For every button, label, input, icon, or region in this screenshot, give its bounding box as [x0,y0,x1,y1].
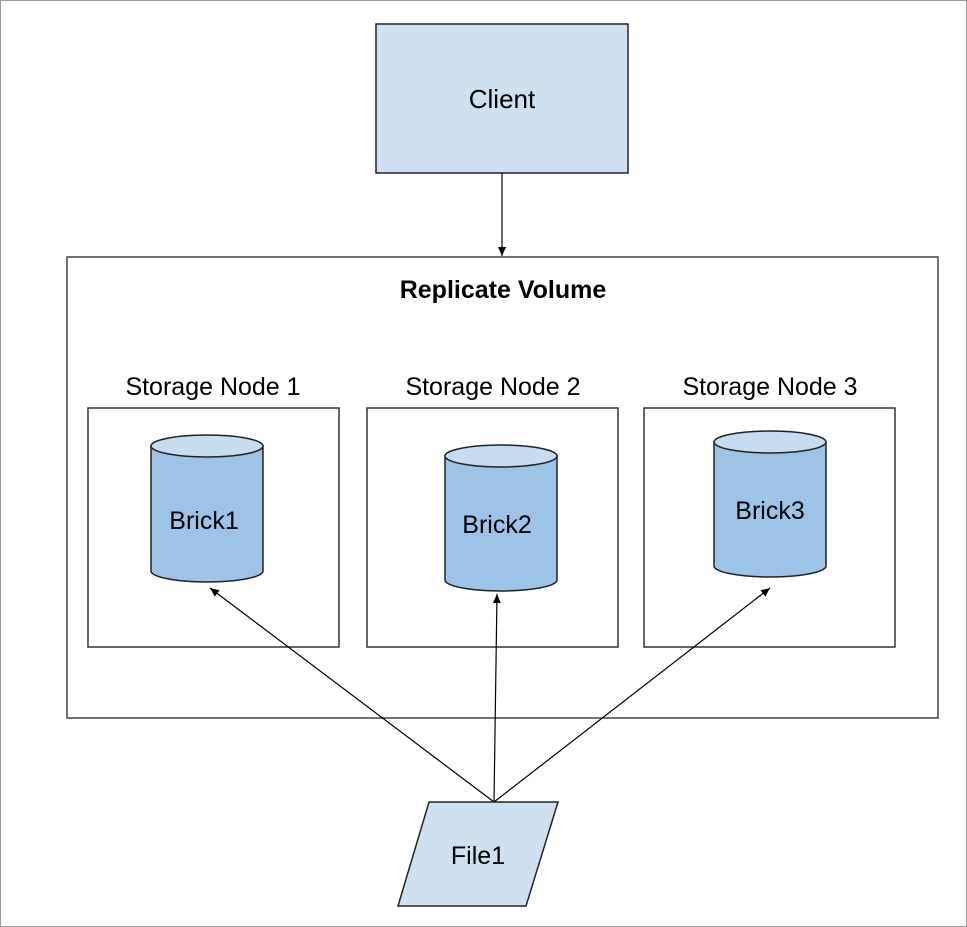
brick-cylinder-body [444,455,558,592]
storage-node-label: Storage Node 1 [125,373,300,401]
storage-node-2: Storage Node 2 Brick2 [366,373,619,648]
client-box [375,23,629,174]
file-node: File1 [396,801,560,907]
brick-label: Brick1 [169,507,238,535]
file-to-brick2-arrow [492,593,501,803]
volume-title: Replicate Volume [400,276,607,304]
file-label: File1 [451,842,505,870]
file-to-brick1-arrow [209,587,495,803]
file-to-brick3-arrow [493,587,771,803]
brick-cylinder-top [150,434,264,458]
storage-node-1: Storage Node 1 Brick1 [87,373,340,648]
brick-label: Brick3 [735,497,804,525]
brick-label: Brick2 [462,511,531,539]
brick-3-cylinder: Brick3 [713,430,827,578]
storage-node-3: Storage Node 3 Brick3 [643,373,896,648]
storage-node-label: Storage Node 2 [405,373,580,401]
storage-node-label: Storage Node 3 [682,373,857,401]
brick-cylinder-top [713,430,827,454]
brick-cylinder-body [150,445,264,583]
client-label: Client [469,84,536,114]
brick-2-cylinder: Brick2 [444,444,558,592]
brick-1-cylinder: Brick1 [150,434,264,583]
client-node: Client [375,23,629,174]
brick-cylinder-top [444,444,558,468]
file-shape [396,801,560,907]
brick-cylinder-body [713,441,827,578]
